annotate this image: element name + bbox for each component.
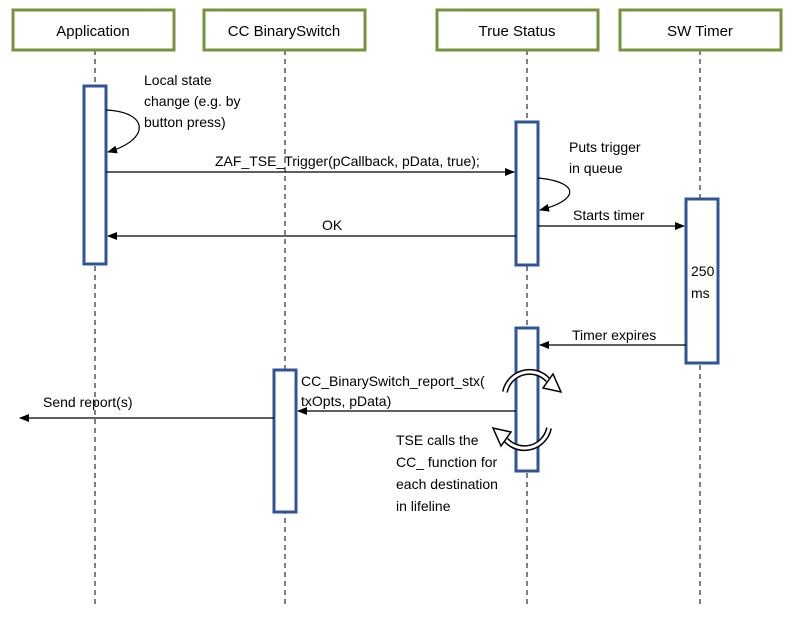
message-line: txOpts, pData) bbox=[301, 393, 391, 409]
note-line: change (e.g. by bbox=[144, 93, 241, 109]
message-trigger-label: ZAF_TSE_Trigger(pCallback, pData, true); bbox=[215, 153, 480, 169]
activation-true-status-1 bbox=[514, 120, 540, 267]
actor-label: SW Timer bbox=[667, 23, 733, 40]
note-line: CC_ function for bbox=[396, 454, 497, 470]
actor-sw-timer: SW Timer bbox=[618, 8, 783, 52]
note-line: 250 bbox=[691, 263, 715, 279]
actor-box bbox=[435, 8, 600, 52]
note-timer-duration: 250 ms bbox=[691, 263, 718, 301]
note-line: in lifeline bbox=[396, 498, 451, 514]
self-arrow-puts-trigger bbox=[537, 177, 571, 212]
note-line: ms bbox=[691, 285, 710, 301]
actor-application: Application bbox=[11, 8, 176, 52]
note-line: Local state bbox=[144, 72, 212, 88]
message-ok-label: OK bbox=[322, 217, 343, 233]
actor-cc-binaryswitch: CC BinarySwitch bbox=[202, 8, 367, 52]
activation-sw-timer bbox=[684, 197, 720, 365]
note-local-state: Local state change (e.g. by button press… bbox=[144, 72, 244, 130]
note-line: button press) bbox=[144, 114, 226, 130]
activation-application bbox=[82, 84, 108, 266]
message-starts-timer-label: Starts timer bbox=[573, 207, 645, 223]
note-line: in queue bbox=[569, 160, 623, 176]
actor-label: True Status bbox=[479, 23, 556, 40]
loop-icon bbox=[491, 368, 563, 452]
actor-label: CC BinarySwitch bbox=[228, 23, 341, 40]
message-timer-expires-label: Timer expires bbox=[572, 327, 656, 343]
actor-true-status: True Status bbox=[435, 8, 600, 52]
message-report-call-label: CC_BinarySwitch_report_stx( txOpts, pDat… bbox=[301, 373, 489, 409]
note-puts-trigger: Puts trigger in queue bbox=[569, 139, 644, 176]
note-tse-calls: TSE calls the CC_ function for each dest… bbox=[396, 432, 502, 514]
note-line: each destination bbox=[396, 476, 498, 492]
activation-cc-binaryswitch bbox=[272, 368, 298, 514]
note-line: TSE calls the bbox=[396, 432, 479, 448]
actor-box bbox=[618, 8, 783, 52]
actor-label: Application bbox=[56, 23, 129, 40]
note-line: Puts trigger bbox=[569, 139, 641, 155]
activation-true-status-2 bbox=[514, 326, 540, 473]
message-send-report-label: Send report(s) bbox=[43, 394, 132, 410]
actor-box bbox=[202, 8, 367, 52]
message-line: CC_BinarySwitch_report_stx( bbox=[301, 373, 485, 389]
actor-box bbox=[11, 8, 176, 52]
self-arrow-local-state bbox=[105, 109, 140, 154]
